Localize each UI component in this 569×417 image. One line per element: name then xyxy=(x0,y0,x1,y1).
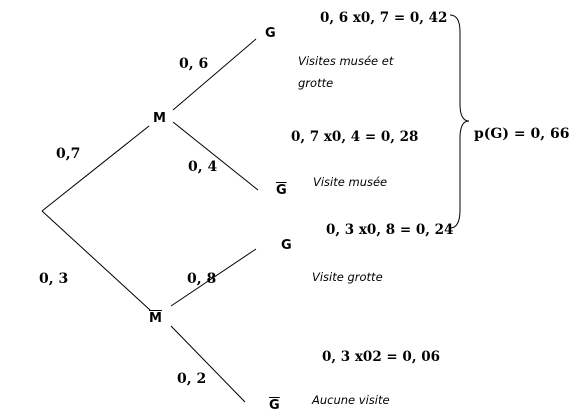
branch-m-bar-g-bar xyxy=(170,325,246,403)
desc-path-1-line-1: Visites musée et xyxy=(298,54,394,68)
branch-m-bar-g xyxy=(170,248,257,307)
prob-gbar-given-m: 0, 4 xyxy=(188,159,218,175)
prob-gbar-given-mbar: 0, 2 xyxy=(177,371,207,387)
desc-path-3: Visite grotte xyxy=(312,270,383,284)
calc-path-4: 0, 3 x02 = 0, 06 xyxy=(322,349,441,365)
prob-g-given-mbar: 0, 8 xyxy=(187,271,217,287)
calc-path-3: 0, 3 x0, 8 = 0, 24 xyxy=(326,222,454,238)
prob-m-bar: 0, 3 xyxy=(39,271,69,287)
node-m: M xyxy=(153,111,166,126)
node-g-bar-top: G xyxy=(276,183,287,198)
curly-brace xyxy=(449,14,470,229)
node-g-bar-bottom: G xyxy=(269,398,280,413)
branch-root-m-bar xyxy=(41,210,151,311)
branch-m-g xyxy=(172,38,257,111)
prob-m: 0,7 xyxy=(56,146,81,162)
node-m-bar: M xyxy=(149,311,162,326)
desc-path-2: Visite musée xyxy=(313,175,388,189)
node-g-top: G xyxy=(265,26,276,41)
calc-path-1: 0, 6 x0, 7 = 0, 42 xyxy=(320,10,448,26)
total-probability: p(G) = 0, 66 xyxy=(474,126,569,142)
desc-path-4: Aucune visite xyxy=(312,393,390,407)
node-g-mid: G xyxy=(281,238,292,253)
prob-g-given-m: 0, 6 xyxy=(179,56,209,72)
calc-path-2: 0, 7 x0, 4 = 0, 28 xyxy=(291,129,419,145)
desc-path-1: Visites musée et grotte xyxy=(298,50,393,94)
branch-root-m xyxy=(41,125,150,212)
branch-m-g-bar xyxy=(172,121,259,191)
desc-path-1-line-2: grotte xyxy=(298,76,334,90)
